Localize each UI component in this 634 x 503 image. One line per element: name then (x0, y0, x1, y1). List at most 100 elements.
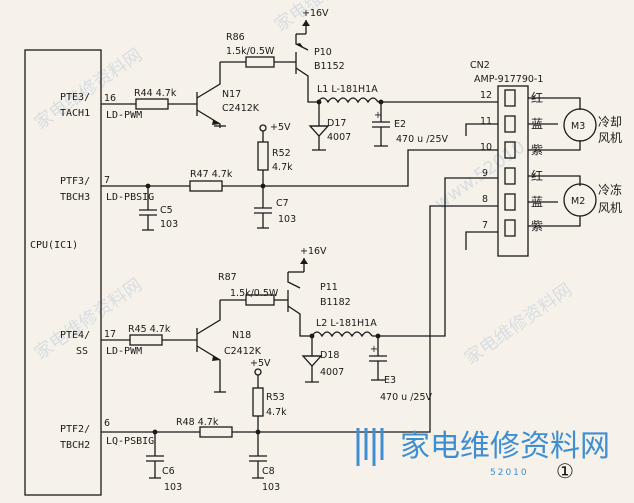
connector-pin (504, 89, 516, 107)
wire (465, 123, 498, 136)
p11-value: B1182 (320, 297, 351, 308)
power-arrow (302, 20, 310, 26)
resistor-r52 (257, 141, 269, 171)
r53-label: R53 (266, 392, 285, 403)
resistor-r44 (135, 98, 169, 110)
net-lq-psbig: LQ-PSBIG (106, 436, 154, 447)
resistor-r86 (245, 56, 275, 68)
r86-value: 1.5k/0.5W (226, 46, 275, 57)
r47-label: R47 4.7k (190, 169, 233, 180)
watermark-text: 家电维修资料网 (461, 280, 576, 369)
motor-m3-label: M3 (571, 121, 585, 132)
e2-plus: + (374, 110, 382, 121)
p10-value: B1152 (314, 61, 345, 72)
power-arrow (300, 258, 308, 264)
pin-label-pte3: PTE3/ (60, 92, 90, 103)
n18-value: C2412K (224, 346, 262, 357)
net-ld-pbsig: LD-PBSIG (106, 192, 154, 203)
resistor-r53 (252, 387, 264, 417)
vcc-terminal (259, 124, 267, 132)
wire (299, 324, 312, 337)
ground-symbol (312, 136, 326, 151)
e3-value: 470 u /25V (380, 392, 432, 403)
connector-pin (504, 219, 516, 237)
pin-label-pte4: PTE4/ (60, 330, 90, 341)
pin-number-7: 7 (104, 175, 110, 186)
motor-m2 (563, 183, 597, 217)
diode-d17 (308, 125, 330, 137)
r87-label: R87 (218, 272, 237, 283)
transistor-n18-emitter (196, 345, 221, 392)
cpu-label: CPU(IC1) (30, 240, 78, 251)
c5-label: C5 (160, 205, 173, 216)
net-ld-pwm-1: LD-PWM (106, 110, 142, 121)
inductor-l2 (311, 331, 373, 338)
plus5a-label: +5V (270, 122, 291, 133)
motor-m2-name: 风机 (598, 201, 622, 215)
capacitor-c8 (249, 432, 267, 479)
c8-value: 103 (262, 482, 280, 493)
pin-label-tbch3: TBCH3 (60, 192, 90, 203)
emitter-arrow (296, 43, 303, 47)
c7-value: 103 (278, 214, 296, 225)
n17-value: C2412K (222, 103, 260, 114)
capacitor-c5 (139, 186, 157, 231)
r52-value: 4.7k (272, 162, 293, 173)
c7-label: C7 (276, 198, 289, 209)
emitter-arrow (212, 356, 220, 361)
brand-text: 家电维修资料网 (400, 429, 610, 464)
c6-label: C6 (162, 466, 175, 477)
brand-icon (356, 428, 384, 466)
wire (528, 175, 581, 186)
wire-color-blue: 蓝 (531, 117, 543, 131)
wire-color-red: 红 (531, 90, 543, 105)
wire (232, 205, 498, 433)
connector-pin (504, 167, 516, 185)
emitter-arrow (212, 120, 220, 125)
d18-value: 4007 (320, 367, 344, 378)
motor-m3 (563, 108, 597, 142)
wire (465, 231, 498, 250)
wire-color-purple: 紫 (531, 219, 543, 233)
wire (528, 216, 581, 227)
p11-label: P11 (320, 282, 338, 293)
n18-label: N18 (232, 330, 251, 341)
resistor-r45 (129, 334, 163, 346)
d17-label: D17 (327, 118, 346, 129)
vcc1-label: +16V (302, 8, 329, 19)
plus5b-label: +5V (250, 358, 271, 369)
connector-pin (504, 141, 516, 159)
resistor-r48 (199, 426, 233, 438)
capacitor-c6 (146, 432, 164, 479)
pin-number-16: 16 (104, 93, 116, 104)
transistor-p11-collector (287, 305, 301, 324)
c8-label: C8 (262, 466, 275, 477)
wire-color-red: 红 (531, 168, 543, 183)
l2-label: L2 L-181H1A (316, 318, 377, 329)
capacitor-e3 (369, 336, 387, 381)
connector-cn2-body (497, 85, 529, 257)
motor-m3-name: 风机 (598, 131, 622, 145)
wire (372, 177, 498, 337)
resistor-r47 (189, 180, 223, 192)
cn2-part: AMP-917790-1 (474, 74, 543, 85)
e2-label: E2 (394, 119, 406, 130)
d17-value: 4007 (327, 132, 351, 143)
pin-label-ptf2: PTF2/ (60, 424, 90, 435)
pin-number-17: 17 (104, 329, 116, 340)
brand-logo: 家电维修资料网 52010 (356, 428, 610, 478)
transistor-n17-emitter (196, 109, 221, 128)
cn2-pin-9: 9 (482, 168, 488, 179)
wire-color-blue: 蓝 (531, 195, 543, 209)
transistor-n18-collector (196, 300, 221, 335)
c5-value: 103 (160, 219, 178, 230)
r45-label: R45 4.7k (128, 324, 171, 335)
brand-url: 52010 (490, 468, 529, 478)
cn2-pin-12: 12 (480, 90, 492, 101)
r48-label: R48 4.7k (176, 417, 219, 428)
pin-label-ss: SS (76, 346, 88, 357)
cn2-label: CN2 (470, 60, 490, 71)
ground-symbol (305, 366, 319, 383)
r86-label: R86 (226, 32, 245, 43)
r44-label: R44 4.7k (134, 88, 177, 99)
